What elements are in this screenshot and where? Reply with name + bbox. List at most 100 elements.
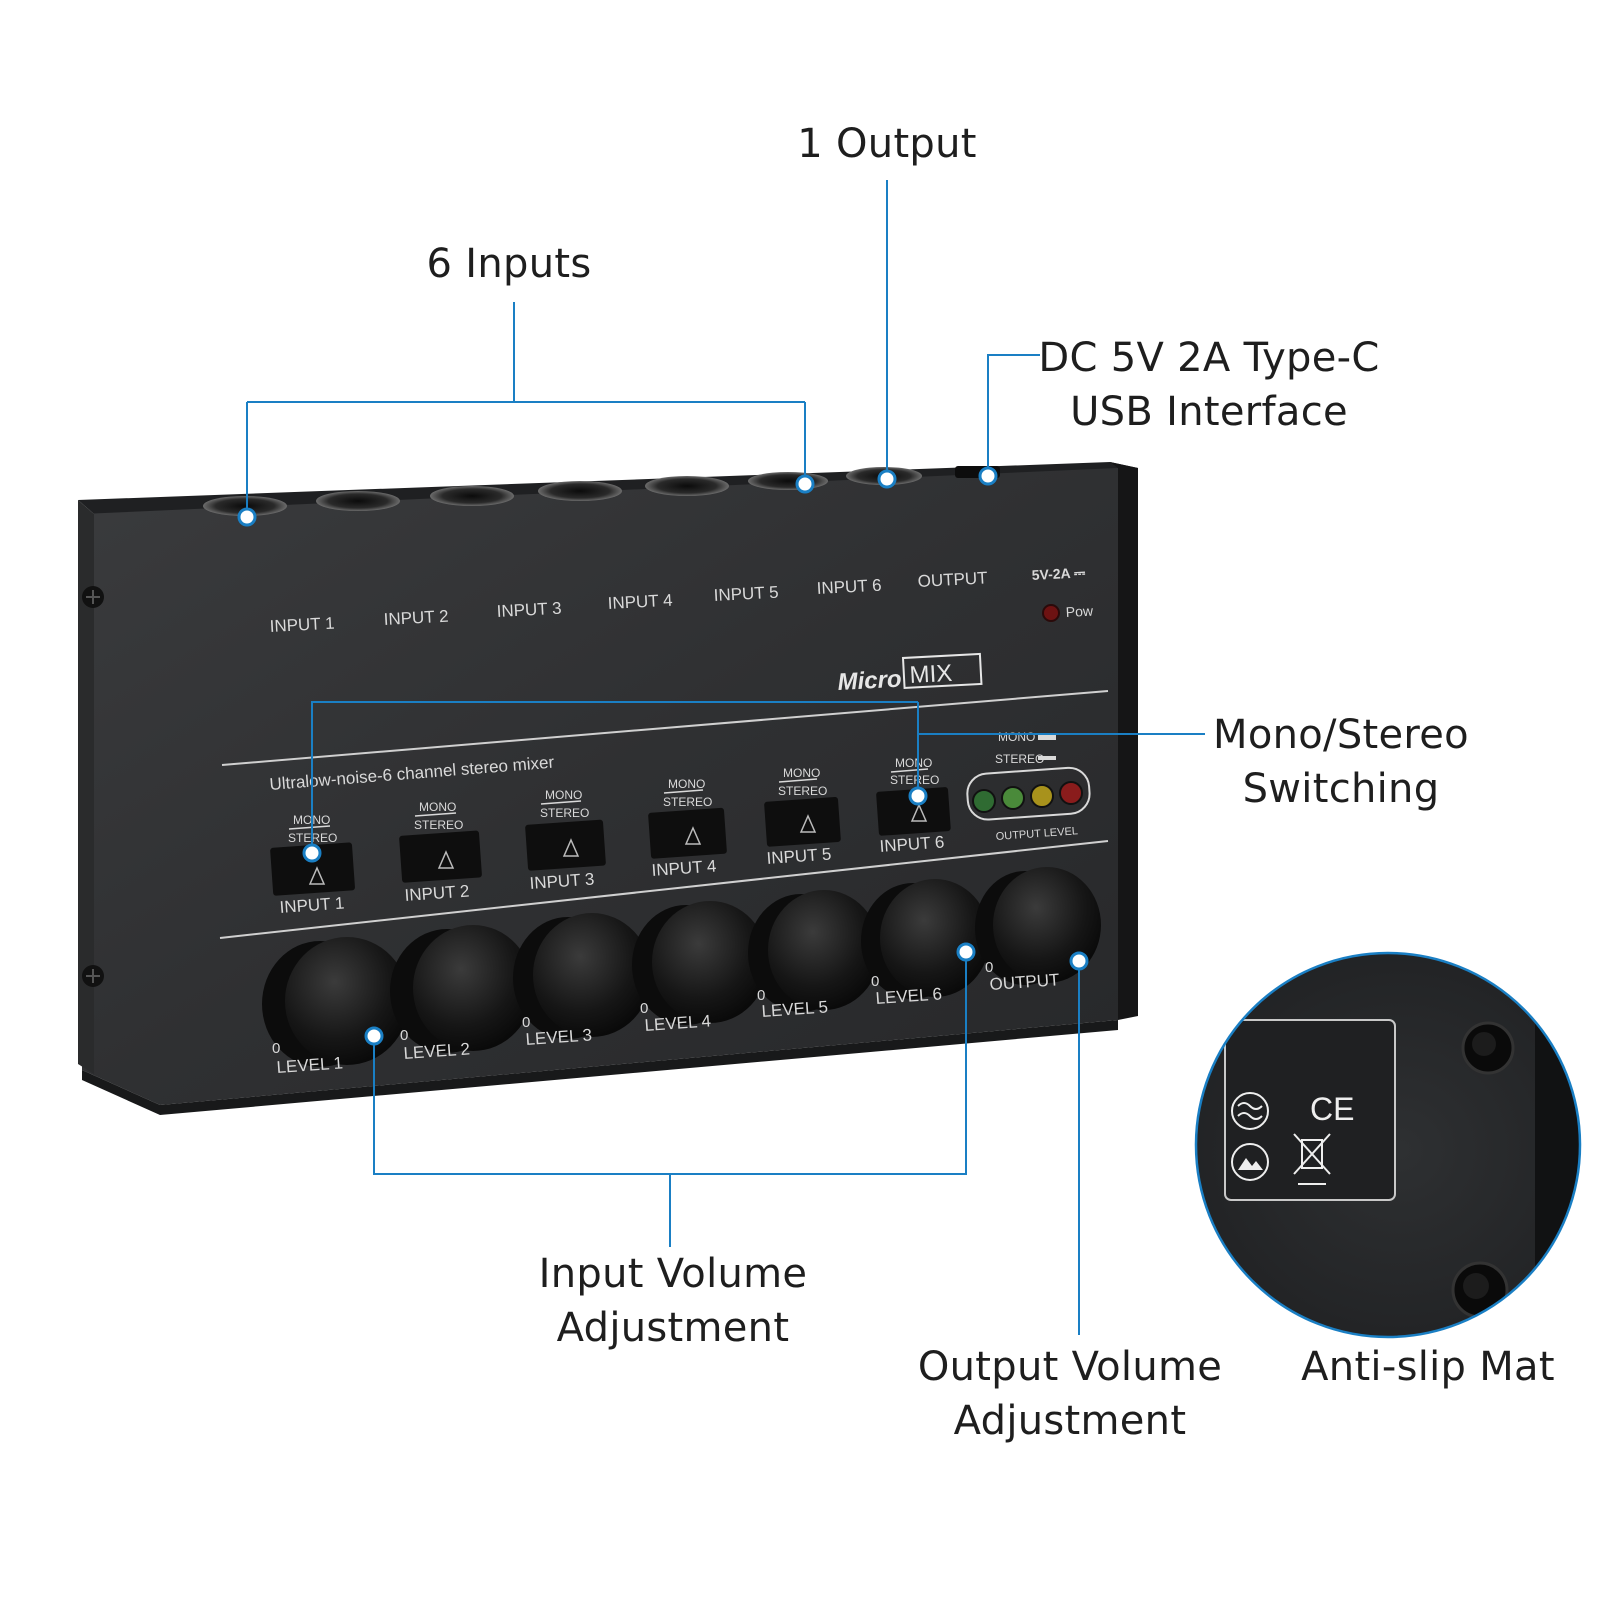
svg-text:LEVEL 4: LEVEL 4: [644, 1011, 712, 1035]
jack-input-3: [430, 486, 514, 506]
callout-dot: [364, 1026, 384, 1046]
mono-stereo-switch-6[interactable]: MONO STEREO INPUT 6: [876, 756, 951, 856]
callout-dot: [877, 469, 897, 489]
led-green-1: [972, 789, 996, 813]
mixer-bottom-edge: [82, 1020, 1118, 1115]
level-knob-4[interactable]: 0 LEVEL 4: [632, 901, 768, 1035]
jack-label: INPUT 1: [269, 614, 335, 636]
svg-text:INPUT 3: INPUT 3: [529, 870, 595, 893]
jack-label: INPUT 2: [383, 607, 449, 629]
svg-text:LEVEL 1: LEVEL 1: [276, 1053, 344, 1077]
anti-slip-zoom-view: CE: [1194, 951, 1582, 1339]
svg-text:OUTPUT: OUTPUT: [989, 970, 1060, 994]
anti-slip-callout: Anti-slip Mat: [1301, 1340, 1555, 1394]
jack-label: INPUT 6: [816, 576, 882, 598]
callout-dot: [978, 466, 998, 486]
micromix-logo: Micro MIX: [837, 652, 983, 696]
mono-stereo-callout: Mono/Stereo Switching: [1213, 708, 1469, 816]
callout-dots: [237, 466, 1089, 1046]
callout-dot: [1069, 951, 1089, 971]
inputs-callout: 6 Inputs: [427, 237, 592, 291]
mono-stereo-switch-5[interactable]: MONO STEREO INPUT 5: [764, 766, 841, 868]
svg-text:0: 0: [640, 1000, 648, 1017]
svg-text:INPUT 1: INPUT 1: [279, 894, 345, 917]
led-green-2: [1001, 786, 1025, 810]
jack-label: OUTPUT: [917, 568, 988, 591]
anti-slip-callout-text: Anti-slip Mat: [1301, 1344, 1555, 1390]
callout-dot: [795, 474, 815, 494]
callout-dot: [237, 507, 257, 527]
svg-text:INPUT 4: INPUT 4: [651, 857, 717, 880]
svg-text:MONO: MONO: [545, 788, 582, 802]
jack-input-1: [203, 496, 287, 516]
altitude-limit-icon: [1231, 1143, 1269, 1181]
svg-text:STEREO: STEREO: [663, 795, 712, 809]
screw-icon: [82, 586, 104, 608]
callout-dot: [908, 786, 928, 806]
svg-text:0: 0: [272, 1040, 280, 1057]
jack-labels: INPUT 1 INPUT 2 INPUT 3 INPUT 4 INPUT 5 …: [269, 564, 1094, 636]
power-led: [1042, 604, 1060, 622]
ce-mark: CE: [1310, 1091, 1354, 1127]
mono-stereo-switch-3[interactable]: MONO STEREO INPUT 3: [525, 788, 606, 893]
rubber-foot-icon: [1451, 1261, 1509, 1319]
mono-stereo-switch-4[interactable]: MONO STEREO INPUT 4: [648, 777, 727, 880]
svg-text:MONO: MONO: [998, 730, 1035, 744]
output-callout: 1 Output: [797, 117, 977, 171]
svg-text:INPUT 6: INPUT 6: [879, 833, 945, 856]
callout-lines: [246, 180, 1205, 1335]
svg-text:MIX: MIX: [909, 660, 953, 689]
panel-divider: [219, 840, 1109, 939]
zoom-circle-outline: [1194, 951, 1582, 1339]
output-volume-callout-line-1: Output Volume: [917, 1344, 1223, 1390]
svg-text:STEREO: STEREO: [995, 752, 1044, 766]
level-knob-2[interactable]: 0 LEVEL 2: [390, 925, 533, 1063]
jack-input-2: [316, 491, 400, 511]
no-tropical-climate-icon: [1231, 1092, 1269, 1130]
svg-text:STEREO: STEREO: [890, 773, 939, 787]
svg-text:STEREO: STEREO: [414, 818, 463, 832]
svg-text:INPUT 5: INPUT 5: [766, 845, 832, 868]
led-yellow: [1030, 784, 1054, 808]
input-volume-callout: Input Volume Adjustment: [539, 1247, 808, 1355]
jack-input-4: [538, 481, 622, 501]
mono-stereo-callout-line-2: Switching: [1242, 766, 1440, 812]
output-level-meter: OUTPUT LEVEL: [966, 766, 1091, 843]
svg-text:MONO: MONO: [895, 756, 932, 770]
callout-dot: [956, 942, 976, 962]
svg-text:LEVEL 2: LEVEL 2: [403, 1039, 471, 1063]
inputs-callout-text: 6 Inputs: [426, 241, 592, 287]
input-volume-callout-line-2: Adjustment: [556, 1305, 790, 1351]
screw-icon: [82, 965, 104, 987]
svg-text:0: 0: [985, 959, 993, 976]
usb-callout: DC 5V 2A Type-C USB Interface: [1038, 331, 1379, 439]
svg-text:0: 0: [522, 1014, 530, 1031]
mixer-right-side: [1110, 462, 1138, 1020]
weee-bin-icon: [1293, 1133, 1331, 1185]
level-knob-5[interactable]: 0 LEVEL 5: [748, 890, 880, 1021]
panel-divider: [221, 690, 1109, 766]
rubber-foot-icon: [1461, 1021, 1515, 1075]
output-knob[interactable]: 0 OUTPUT: [975, 867, 1101, 994]
svg-text:MONO: MONO: [419, 800, 456, 814]
jack-label: INPUT 4: [607, 591, 673, 613]
jack-label: INPUT 5: [713, 583, 779, 605]
level-knob-3[interactable]: 0 LEVEL 3: [513, 913, 651, 1049]
power-led-label: Pow: [1065, 603, 1094, 620]
level-knob-6[interactable]: 0 LEVEL 6: [861, 879, 990, 1008]
output-volume-callout: Output Volume Adjustment: [918, 1340, 1222, 1448]
led-red: [1059, 781, 1083, 805]
svg-text:LEVEL 3: LEVEL 3: [525, 1025, 593, 1049]
svg-text:0: 0: [871, 973, 879, 990]
svg-text:MONO: MONO: [668, 777, 705, 791]
svg-text:INPUT 2: INPUT 2: [404, 882, 470, 905]
mono-stereo-switch-2[interactable]: MONO STEREO INPUT 2: [399, 800, 482, 905]
input-volume-callout-line-1: Input Volume: [538, 1251, 808, 1297]
mixer-left-side: [78, 500, 94, 1074]
svg-text:0: 0: [757, 987, 765, 1004]
mono-stereo-callout-line-1: Mono/Stereo: [1213, 712, 1469, 758]
jack-input-6: [748, 472, 828, 490]
svg-text:STEREO: STEREO: [540, 806, 589, 820]
